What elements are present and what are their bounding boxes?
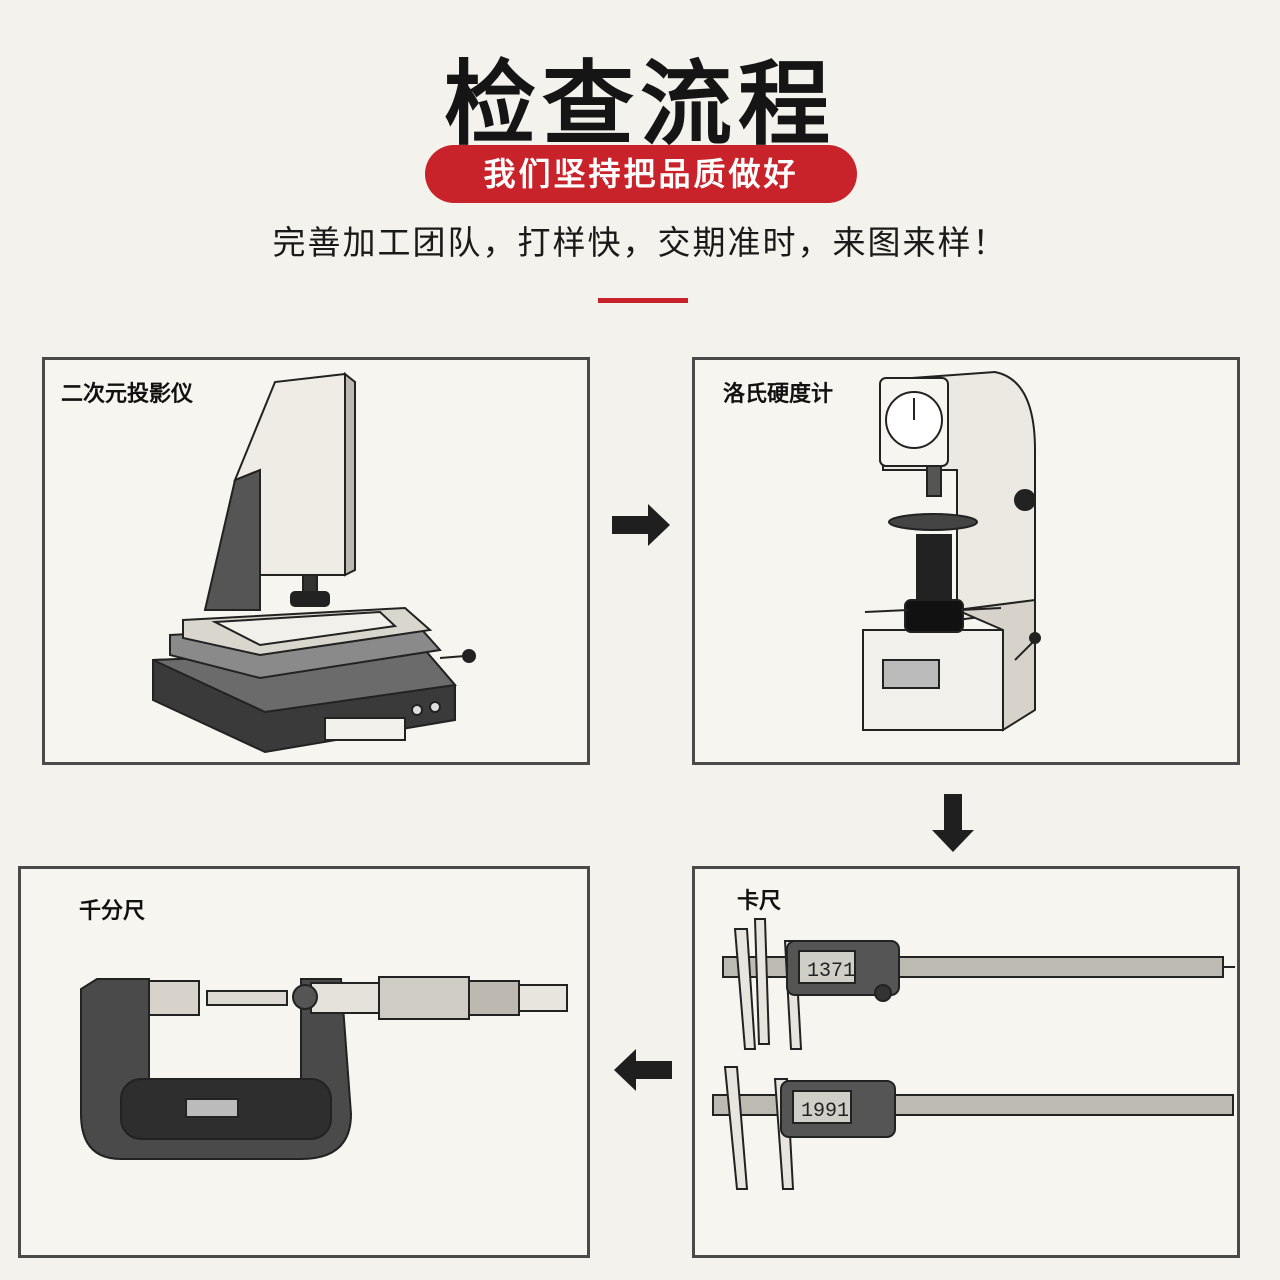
step-panel-hardness-tester: 洛氏硬度计 — [692, 357, 1240, 765]
vision-measuring-machine-illustration-icon — [152, 371, 476, 754]
caliper-readout-top: 1371 — [807, 960, 855, 983]
step-label: 二次元投影仪 — [61, 382, 194, 407]
step-label: 千分尺 — [79, 899, 146, 924]
arrow-right-icon — [612, 504, 670, 546]
rockwell-hardness-tester-illustration-icon — [862, 370, 1041, 732]
step-label: 洛氏硬度计 — [723, 382, 834, 407]
step-label: 卡尺 — [737, 889, 782, 914]
step-panel-caliper: 卡尺 1371 1991 — [692, 866, 1240, 1258]
subtitle: 完善加工团队，打样快，交期准时，来图来样！ — [272, 223, 1008, 262]
step-panel-vision-measuring: 二次元投影仪 — [42, 357, 590, 765]
digital-caliper-illustration-icon: 1371 1991 — [712, 918, 1235, 1190]
slogan-badge: 我们坚持把品质做好 — [425, 145, 857, 203]
caliper-readout-bottom: 1991 — [801, 1100, 849, 1123]
micrometer-illustration-icon — [80, 976, 568, 1160]
page-title: 检查流程 — [443, 51, 836, 158]
arrow-left-icon — [614, 1049, 672, 1091]
arrow-down-icon — [932, 794, 974, 852]
step-panel-micrometer: 千分尺 — [18, 866, 590, 1258]
accent-divider — [598, 298, 688, 303]
